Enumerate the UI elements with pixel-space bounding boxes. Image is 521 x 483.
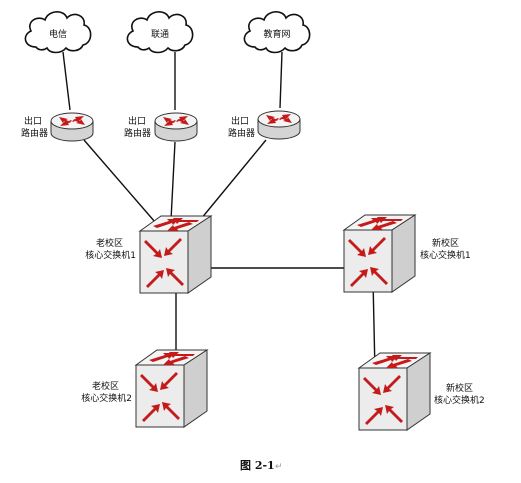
switch-old-core-2: 老校区 核心交换机2 xyxy=(81,349,208,428)
router-3-label-line2: 路由器 xyxy=(228,127,255,139)
link-router1-oldcore1 xyxy=(83,139,156,223)
router-1-label-line2: 路由器 xyxy=(21,127,48,139)
cloud-unicom-label: 联通 xyxy=(151,29,169,40)
switch-icon xyxy=(139,215,212,294)
router-1: 出口 路由器 xyxy=(21,112,94,142)
switch-old-core-2-label-line2: 核心交换机2 xyxy=(81,392,132,404)
switch-new-core-2-label-line2: 核心交换机2 xyxy=(434,394,485,406)
cloud-telecom: 电信 xyxy=(24,11,92,54)
link-telecom-router1 xyxy=(62,51,71,111)
router-3-label-line1: 出口 xyxy=(231,115,249,127)
switch-old-core-2-label-line1: 老校区 xyxy=(92,380,119,392)
router-icon xyxy=(154,112,198,142)
link-router2-oldcore1 xyxy=(170,141,176,221)
switch-icon xyxy=(135,349,208,428)
cloud-edu: 教育网 xyxy=(243,11,311,54)
switch-old-core-1: 老校区 核心交换机1 xyxy=(85,215,212,294)
router-1-label-line1: 出口 xyxy=(24,115,42,127)
switch-new-core-1-label-line1: 新校区 xyxy=(432,237,459,249)
cloud-unicom: 联通 xyxy=(126,11,194,54)
paragraph-mark: ↵ xyxy=(275,462,283,472)
switch-new-core-2: 新校区 核心交换机2 xyxy=(358,352,485,431)
cloud-edu-label: 教育网 xyxy=(263,28,290,40)
switch-icon xyxy=(358,352,431,431)
switch-old-core-1-label-line2: 核心交换机1 xyxy=(85,249,136,261)
switch-new-core-2-label-line1: 新校区 xyxy=(446,382,473,394)
figure-caption: 图 2-1 xyxy=(240,459,275,472)
cloud-telecom-label: 电信 xyxy=(49,28,67,40)
switch-icon xyxy=(343,214,416,293)
switch-old-core-1-label-line1: 老校区 xyxy=(96,237,123,249)
switch-new-core-1-label-line2: 核心交换机1 xyxy=(420,249,471,261)
router-2-label-line1: 出口 xyxy=(128,115,146,127)
router-icon xyxy=(50,112,94,142)
link-edu-router3 xyxy=(279,51,283,109)
router-icon xyxy=(257,110,301,140)
router-2-label-line2: 路由器 xyxy=(124,127,151,139)
router-2: 出口 路由器 xyxy=(124,112,198,142)
switch-new-core-1: 新校区 核心交换机1 xyxy=(343,214,471,293)
router-3: 出口 路由器 xyxy=(228,110,301,140)
link-router3-oldcore1 xyxy=(195,139,267,226)
